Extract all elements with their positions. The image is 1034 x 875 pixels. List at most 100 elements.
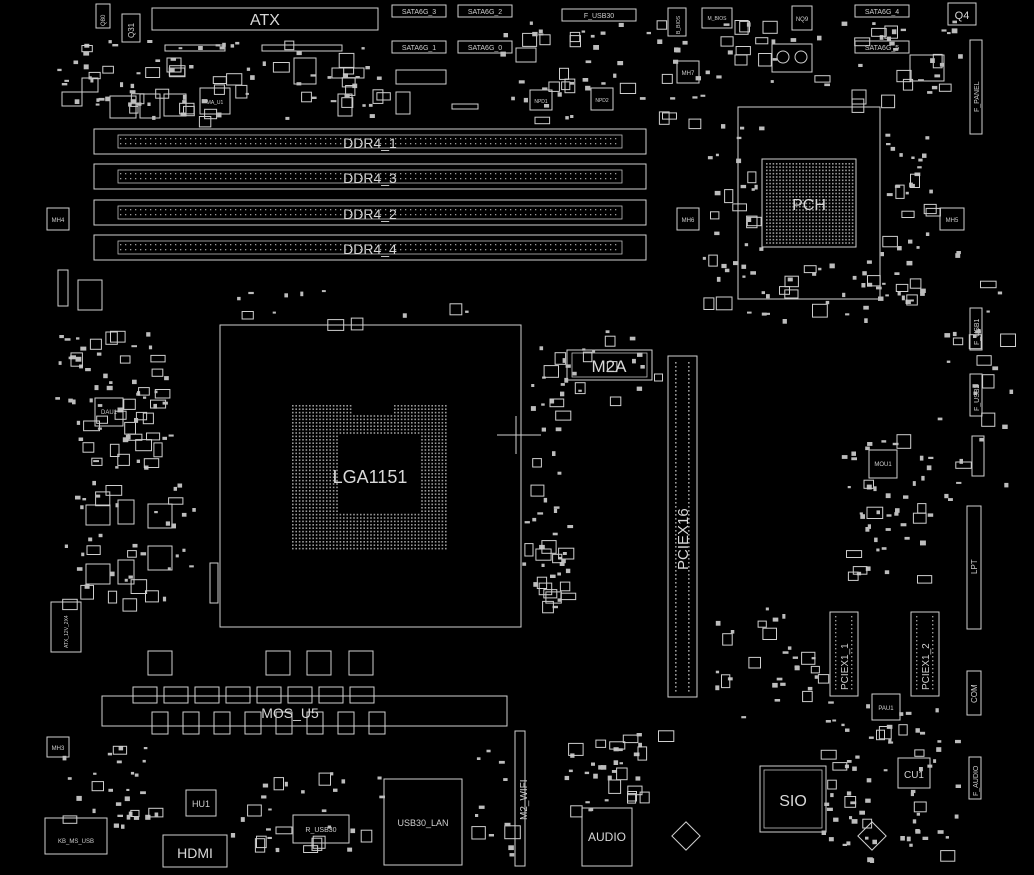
mounting-hole-mh3: MH3	[46, 736, 70, 758]
q80-component: Q80	[95, 3, 111, 29]
svg-text:LGA1151: LGA1151	[333, 467, 408, 487]
svg-text:AUDIO: AUDIO	[588, 830, 626, 844]
ddr4-slot-3: DDR4_3	[93, 163, 647, 190]
usb30-lan-connector: USB30_LAN	[383, 778, 463, 866]
svg-text:KB_MS_USB: KB_MS_USB	[58, 839, 94, 845]
m2-wifi-slot: M2_WIFI	[514, 730, 530, 867]
sata6g-5-connector: SATA6G_5	[854, 40, 910, 54]
f-panel-label: F_PANEL	[974, 81, 981, 112]
pciex1-2-slot: PCIEX1_2	[910, 611, 940, 697]
svg-text:Q31: Q31	[127, 22, 136, 38]
q1-component	[771, 43, 813, 73]
small-header-right	[971, 435, 985, 477]
atx-12v-connector: ATX_12V_2X4	[50, 601, 82, 653]
mounting-hole-mh4: MH4	[46, 207, 70, 231]
svg-text:PCIEX1_1: PCIEX1_1	[840, 643, 851, 690]
svg-text:MH4: MH4	[52, 218, 65, 224]
top-left-small-parts: F_PANEL	[61, 39, 983, 135]
svg-text:Q4: Q4	[955, 10, 970, 22]
svg-text:MOS_U5: MOS_U5	[261, 705, 319, 721]
npd1-chip: NPD1	[529, 89, 553, 111]
f-usb2-header: F_USB2	[969, 373, 983, 417]
svg-text:SATA6G_0: SATA6G_0	[468, 45, 502, 52]
lpt-header: LPT	[966, 505, 982, 630]
q31-component: Q31	[121, 13, 141, 43]
atx-power-connector: ATX	[151, 7, 379, 31]
svg-text:ATX_12V_2X4: ATX_12V_2X4	[64, 615, 70, 648]
atx-label: ATX	[250, 12, 280, 29]
q4-component: Q4	[947, 2, 977, 26]
svg-text:R_USB30: R_USB30	[305, 827, 336, 834]
b-bios-chip: B_BIOS	[667, 7, 687, 37]
com-header: COM	[966, 670, 982, 716]
f-usb30-connector: F_USB30	[561, 8, 637, 22]
pciex16-slot: PCIEX16	[667, 355, 698, 698]
svg-text:M2A: M2A	[592, 357, 628, 376]
svg-text:NPD1: NPD1	[534, 99, 548, 105]
sata6g-3-connector: SATA6G_3	[391, 4, 447, 18]
mounting-hole-mh6: MH6	[676, 207, 700, 231]
sata6g-4-connector: SATA6G_4	[854, 4, 910, 18]
npd2-chip: NPD2	[590, 87, 614, 111]
svg-text:SATA6G_2: SATA6G_2	[468, 9, 502, 16]
svg-text:MH6: MH6	[682, 218, 695, 224]
r-usb30-connector: R_USB30	[292, 814, 350, 844]
sata6g-0-connector: SATA6G_0	[457, 40, 513, 54]
rotated-parts-bottom	[671, 821, 887, 851]
svg-text:MA_U1: MA_U1	[207, 100, 224, 106]
f-audio-header: F_AUDIO	[968, 756, 982, 800]
svg-text:HDMI: HDMI	[177, 845, 213, 861]
audio-connector: AUDIO	[581, 807, 633, 867]
svg-text:MH3: MH3	[52, 746, 65, 752]
small-smd-components	[55, 20, 1016, 863]
mos-u5-heatsink: MOS_U5	[101, 686, 508, 735]
left-side-parts	[57, 269, 219, 604]
mos-square-row	[147, 650, 374, 676]
svg-text:HU1: HU1	[192, 799, 210, 809]
svg-text:MH5: MH5	[946, 218, 959, 224]
svg-text:NQ9: NQ9	[796, 17, 809, 23]
ddr4-pin-dots	[120, 138, 617, 251]
cu1-chip: CU1	[897, 757, 931, 789]
svg-text:PCH: PCH	[792, 197, 826, 214]
svg-text:SATA6G_1: SATA6G_1	[402, 45, 436, 52]
hu1-chip: HU1	[185, 789, 217, 817]
nq9-component: NQ9	[791, 5, 813, 31]
svg-text:USB30_LAN: USB30_LAN	[397, 818, 448, 828]
svg-text:F_USB2: F_USB2	[974, 384, 981, 411]
svg-text:MH7: MH7	[682, 71, 695, 77]
svg-text:LPT: LPT	[970, 559, 979, 574]
svg-text:PAU1: PAU1	[878, 706, 894, 712]
svg-text:SIO: SIO	[779, 793, 807, 810]
mou1-chip: MOU1	[868, 449, 898, 479]
ddr4-slot-1: DDR4_1	[93, 128, 647, 155]
svg-text:M_BIOS: M_BIOS	[708, 16, 728, 22]
lga1151-cpu-socket: LGA1151	[219, 324, 541, 628]
sata6g-2-connector: SATA6G_2	[457, 4, 513, 18]
dau1-chip: DAU1	[94, 397, 124, 427]
mounting-hole-mh7: MH7	[676, 60, 700, 84]
svg-text:F_USB30: F_USB30	[584, 13, 614, 20]
svg-text:Q80: Q80	[101, 14, 107, 26]
svg-text:NPD2: NPD2	[595, 98, 609, 104]
ddr4-slot-2: DDR4_2	[93, 199, 647, 226]
svg-text:CU1: CU1	[904, 770, 924, 781]
svg-text:PCIEX16: PCIEX16	[675, 508, 692, 570]
svg-text:SATA6G_5: SATA6G_5	[865, 45, 899, 52]
pch-chipset: PCH	[737, 106, 881, 300]
pciex1-1-slot: PCIEX1_1	[829, 611, 859, 697]
svg-text:SATA6G_4: SATA6G_4	[865, 9, 899, 16]
svg-text:MOU1: MOU1	[874, 462, 892, 468]
svg-text:B_BIOS: B_BIOS	[676, 15, 682, 34]
sio-chip: SIO	[759, 765, 827, 833]
sata6g-1-connector: SATA6G_1	[391, 40, 447, 54]
mounting-hole-mh5: MH5	[939, 207, 965, 231]
m-bios-chip: M_BIOS	[701, 7, 733, 29]
svg-text:DAU1: DAU1	[101, 410, 118, 416]
svg-text:COM: COM	[970, 684, 979, 703]
kb-ms-usb-connector: KB_MS_USB	[44, 817, 108, 855]
pau1-chip: PAU1	[871, 693, 901, 721]
ma-u1-chip: MA_U1	[199, 87, 231, 115]
ddr4-slot-4: DDR4_4	[93, 234, 647, 261]
